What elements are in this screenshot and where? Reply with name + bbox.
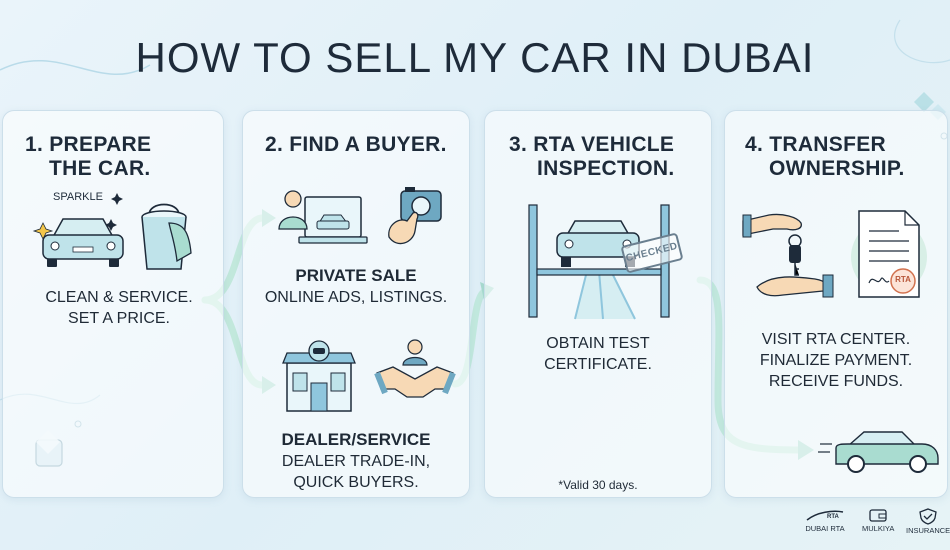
dubai-rta-logo: RTA DUBAI RTA — [805, 508, 845, 533]
step-4-card: 4. TRANSFER OWNERSHIP. RTA VISIT RTA CEN… — [724, 110, 948, 498]
key-handover-icon — [742, 213, 834, 298]
laptop-person-icon — [278, 190, 368, 244]
step-3-title: 3. RTA VEHICLE INSPECTION. — [509, 133, 675, 180]
sparkle-car-icon — [32, 193, 124, 267]
step-1-title: 1. PREPARE THE CAR. — [25, 133, 152, 180]
bucket-icon — [141, 203, 192, 270]
camera-hand-icon — [388, 187, 442, 245]
sparkle-label: SPARKLE — [53, 191, 103, 203]
step-2-card: 2. FIND A BUYER. PRIVATE SALE ONLINE ADS… — [242, 110, 470, 498]
step-3-description: OBTAIN TEST CERTIFICATE. — [544, 335, 652, 373]
private-sale-description: ONLINE ADS, LISTINGS. — [264, 289, 448, 306]
validity-note: *Valid 30 days. — [558, 478, 638, 492]
step-1-description: CLEAN & SERVICE. SET A PRICE. — [45, 289, 193, 327]
dealer-description: DEALER TRADE-IN, QUICK BUYERS. — [281, 453, 431, 491]
step-2-title: 2. FIND A BUYER. — [265, 133, 447, 156]
dealer-heading: DEALER/SERVICE — [281, 430, 431, 449]
svg-text:RTA: RTA — [827, 514, 840, 520]
mulkiya-logo: MULKIYA — [862, 508, 894, 533]
shield-icon — [919, 508, 937, 525]
page-title: HOW TO SELL MY CAR IN DUBAI — [135, 34, 815, 81]
step-1-card: 1. PREPARE THE CAR. SPARKLE CLEAN & SERV… — [2, 110, 224, 498]
rta-seal-label: RTA — [895, 275, 911, 284]
step-3-card: 3. RTA VEHICLE INSPECTION. CHECKED OBTAI… — [484, 110, 712, 498]
private-sale-heading: PRIVATE SALE — [295, 266, 417, 285]
step-4-title: 4. TRANSFER OWNERSHIP. — [745, 133, 905, 180]
sold-car-icon — [818, 431, 939, 473]
step-4-description: VISIT RTA CENTER. FINALIZE PAYMENT. RECE… — [759, 331, 913, 390]
wallet-icon — [869, 509, 887, 522]
handshake-icon — [374, 339, 456, 398]
ownership-document-icon — [851, 210, 927, 298]
dealership-icon — [282, 340, 356, 412]
insurance-logo: INSURANCE — [906, 508, 950, 535]
rta-mark-icon: RTA — [806, 510, 844, 521]
